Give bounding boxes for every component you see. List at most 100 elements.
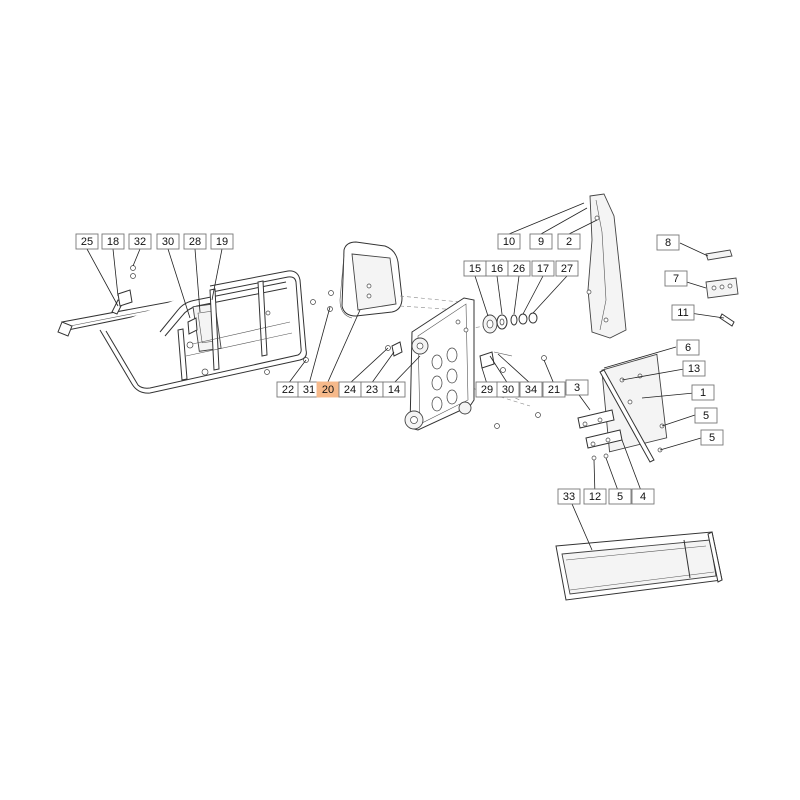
label-box — [691, 384, 715, 401]
label-text: 9 — [538, 236, 544, 248]
part-label: 18 — [101, 233, 125, 250]
part-label: 5 — [694, 407, 718, 424]
label-box — [382, 381, 406, 398]
label-box — [631, 488, 655, 505]
label-text: 18 — [107, 236, 119, 248]
part-label: 23 — [360, 381, 384, 398]
label-text: 27 — [561, 263, 573, 275]
label-box — [156, 233, 180, 250]
part-label: 5 — [608, 488, 632, 505]
part-label: 9 — [529, 233, 553, 250]
frame-hardware — [111, 265, 334, 375]
label-box — [664, 270, 688, 287]
label-box — [557, 488, 581, 505]
label-text: 33 — [563, 491, 575, 503]
part-label: 28 — [183, 233, 207, 250]
label-text: 10 — [503, 236, 515, 248]
part-label: 34 — [519, 381, 543, 398]
label-text: 15 — [469, 263, 481, 275]
label-text: 1 — [700, 387, 706, 399]
label-box — [671, 304, 695, 321]
label-text: 17 — [537, 263, 549, 275]
bearing-group — [482, 312, 538, 334]
label-box — [101, 233, 125, 250]
side-panel — [586, 193, 627, 339]
label-box — [694, 407, 718, 424]
label-text: 30 — [162, 236, 174, 248]
label-text: 19 — [216, 236, 228, 248]
label-box — [507, 260, 531, 277]
plate-hardware — [385, 341, 547, 429]
label-text: 22 — [282, 384, 294, 396]
part-label: 7 — [664, 270, 688, 287]
label-box — [656, 234, 680, 251]
part-label: 19 — [210, 233, 234, 250]
label-box — [583, 488, 607, 505]
label-text: 5 — [709, 432, 715, 444]
part-label: 1 — [691, 384, 715, 401]
label-text: 7 — [673, 273, 679, 285]
part-label: 15 — [463, 260, 487, 277]
label-text: 5 — [703, 410, 709, 422]
part-label: 30 — [156, 233, 180, 250]
label-text: 13 — [688, 363, 700, 375]
part-label: 17 — [531, 260, 555, 277]
label-box — [676, 339, 700, 356]
part-label: 6 — [676, 339, 700, 356]
label-text: 2 — [566, 236, 572, 248]
label-text: 5 — [617, 491, 623, 503]
label-text: 28 — [189, 236, 201, 248]
label-text: 20 — [322, 384, 334, 396]
tray-channel — [555, 531, 723, 601]
part-label: 25 — [75, 233, 99, 250]
label-box — [128, 233, 152, 250]
label-text: 31 — [303, 384, 315, 396]
label-text: 24 — [344, 384, 356, 396]
part-label-highlighted: 20 — [316, 381, 340, 398]
deflector-plate — [599, 353, 668, 463]
label-box — [542, 381, 566, 398]
label-box — [557, 233, 581, 250]
part-label: 5 — [700, 429, 724, 446]
label-text: 3 — [574, 382, 580, 394]
part-label: 21 — [542, 381, 566, 398]
label-text: 23 — [366, 384, 378, 396]
part-label: 4 — [631, 488, 655, 505]
label-box — [555, 260, 579, 277]
label-box — [608, 488, 632, 505]
main-plate — [404, 297, 475, 431]
label-text: 11 — [677, 307, 688, 319]
label-text: 34 — [525, 384, 537, 396]
part-label: 11 — [671, 304, 695, 321]
part-label: 13 — [682, 360, 706, 377]
label-text: 8 — [665, 237, 671, 249]
label-text: 14 — [388, 384, 400, 396]
label-box — [183, 233, 207, 250]
tubular-frame — [57, 270, 307, 394]
label-box — [75, 233, 99, 250]
label-text: 6 — [685, 342, 691, 354]
label-box — [519, 381, 543, 398]
label-text: 32 — [134, 236, 146, 248]
label-box — [496, 381, 520, 398]
part-label: 29 — [475, 381, 499, 398]
part-label: 24 — [338, 381, 362, 398]
label-box — [565, 379, 589, 396]
label-box — [529, 233, 553, 250]
part-label: 3 — [565, 379, 589, 396]
label-text: 25 — [81, 236, 93, 248]
label-text: 4 — [640, 491, 646, 503]
cover-part — [339, 241, 403, 319]
label-text: 29 — [481, 384, 493, 396]
label-box — [682, 360, 706, 377]
part-label: 22 — [276, 381, 300, 398]
label-text: 21 — [548, 384, 560, 396]
label-box — [210, 233, 234, 250]
part-label: 10 — [497, 233, 521, 250]
part-label: 8 — [656, 234, 680, 251]
part-label: 2 — [557, 233, 581, 250]
label-text: 26 — [513, 263, 525, 275]
part-label: 12 — [583, 488, 607, 505]
part-label: 33 — [557, 488, 581, 505]
